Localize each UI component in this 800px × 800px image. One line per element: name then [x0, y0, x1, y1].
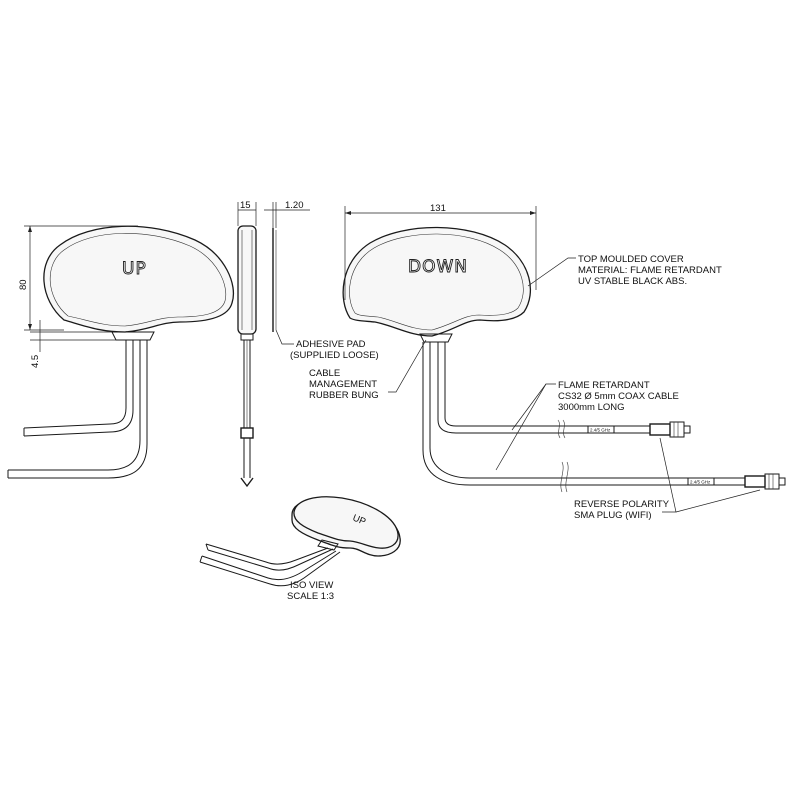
cable-upper-up [23, 340, 127, 429]
side-view [237, 225, 277, 488]
dim-pad-value: 1.20 [285, 200, 304, 211]
iso-caption-line2: SCALE 1:3 [287, 591, 334, 602]
side-bung [240, 333, 254, 341]
iso-bung [317, 539, 339, 551]
callout-cable-line1: FLAME RETARDANT [558, 380, 650, 391]
callout-bung-line3: RUBBER BUNG [309, 390, 379, 401]
callout-plug: REVERSE POLARITY SMA PLUG (WIFI) [574, 437, 761, 521]
thickness-dimension: 15 [237, 200, 257, 226]
cable-lower-up-b [8, 340, 148, 479]
cable-tag-upper-text: 2.4/5 GHz [590, 428, 611, 433]
side-connector [240, 427, 254, 439]
dim-thickness-value: 15 [240, 200, 251, 211]
dim-stem-value: 4.5 [30, 355, 41, 368]
cable-tag-upper [587, 425, 615, 434]
callout-cable-line2: CS32 Ø 5mm COAX CABLE [558, 391, 679, 402]
callout-pad-line1: ADHESIVE PAD [296, 339, 366, 350]
callout-bung: CABLE MANAGEMENT RUBBER BUNG [309, 339, 427, 401]
callout-cover: TOP MOULDED COVER MATERIAL: FLAME RETARD… [527, 254, 722, 287]
callout-cover-line1: TOP MOULDED COVER [578, 254, 684, 265]
cable-upper-up-b [23, 340, 134, 437]
face-label-up: UP [122, 259, 147, 279]
height-dimension: 80 [18, 225, 138, 331]
cable-upper-down [437, 342, 650, 434]
pad-dimension: 1.20 [264, 200, 310, 228]
bung-up [111, 331, 155, 341]
cable-tag-lower [687, 477, 715, 486]
dim-width-value: 131 [430, 203, 446, 214]
callout-cable: FLAME RETARDANT CS32 Ø 5mm COAX CABLE 30… [495, 380, 679, 471]
callout-cable-line3: 3000mm LONG [558, 402, 625, 413]
iso-body-top [293, 496, 399, 549]
callout-bung-line2: MANAGEMENT [309, 379, 377, 390]
body-inner-edge [49, 233, 227, 327]
callout-cover-line3: UV STABLE BLACK ABS. [578, 276, 687, 287]
sma-plug-lower [744, 473, 786, 490]
cable-tag-lower-text: 2.4/5 GHz [690, 480, 711, 485]
stem-dimension: 4.5 [30, 320, 116, 368]
antenna-body-down [342, 226, 532, 337]
callout-plug-line1: REVERSE POLARITY [574, 499, 670, 510]
rear-view-down: 2.4/5 GHz 2.4/5 GHz DOWN [342, 226, 786, 493]
callout-plug-line2: SMA PLUG (WIFI) [574, 510, 652, 521]
callout-bung-line1: CABLE [309, 368, 340, 379]
cable-upper-down-b [444, 342, 650, 427]
cable-lower-up [8, 340, 141, 471]
callout-pad: ADHESIVE PAD (SUPPLIED LOOSE) [275, 329, 379, 361]
iso-view: UP ISO VIEW SCALE 1:3 [199, 496, 401, 602]
front-view-up: UP [7, 225, 234, 479]
body-down-inner-edge [349, 233, 524, 331]
antenna-body-up [43, 225, 234, 333]
cable-lower-down [429, 342, 745, 479]
iso-face-label: UP [351, 513, 367, 528]
bung-down [419, 333, 453, 343]
callout-pad-line2: (SUPPLIED LOOSE) [290, 350, 379, 361]
cable-lower-down-b [422, 342, 745, 486]
width-dimension: 131 [344, 203, 537, 300]
sma-plug-upper [649, 421, 691, 438]
face-label-down: DOWN [408, 257, 468, 277]
iso-caption-line1: ISO VIEW [290, 580, 333, 591]
callout-cover-line2: MATERIAL: FLAME RETARDANT [578, 265, 722, 276]
dim-height-value: 80 [18, 279, 29, 290]
side-body [237, 225, 257, 335]
